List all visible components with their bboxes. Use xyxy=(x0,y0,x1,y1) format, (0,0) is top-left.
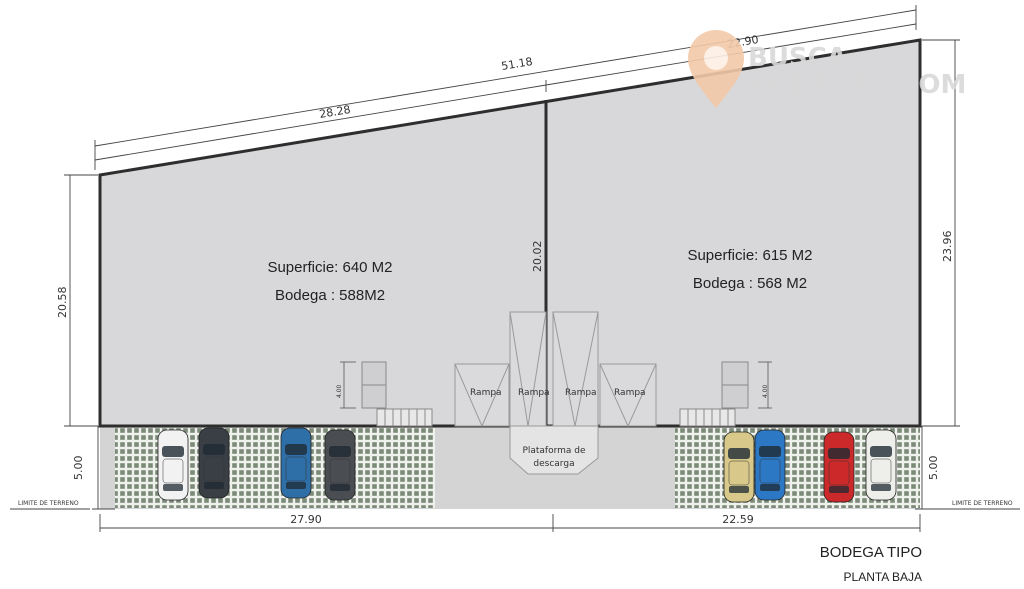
dim-parking-left: 5.00 xyxy=(72,456,85,481)
dim-bottom-right: 22.59 xyxy=(722,513,754,526)
left-dimensions xyxy=(10,174,115,510)
ramps xyxy=(454,311,657,428)
car-white-1 xyxy=(157,429,189,501)
limit-label-right: LIMITE DE TERRENO xyxy=(952,500,1013,507)
right-bodega-label: Bodega : 568 M2 xyxy=(693,275,807,292)
unloading-platform xyxy=(509,425,599,475)
ramp-label-4: Rampa xyxy=(614,388,646,398)
car-red-1 xyxy=(823,431,855,503)
left-surface-label: Superficie: 640 M2 xyxy=(267,259,392,276)
car-blue-2 xyxy=(754,429,786,501)
dim-left-height: 20.58 xyxy=(56,287,69,319)
cars-group xyxy=(157,427,897,503)
location-pin-icon xyxy=(688,30,744,108)
platform-label-line2: descarga xyxy=(533,459,574,469)
small-dimension-right xyxy=(758,361,772,409)
car-yellow-1 xyxy=(723,431,755,503)
ramp-label-2: Rampa xyxy=(518,388,550,398)
small-dimension-left-label: 4.00 xyxy=(336,384,343,398)
bottom-dimensions xyxy=(99,514,921,532)
dim-parking-right: 5.00 xyxy=(927,456,940,481)
dim-left-top: 28.28 xyxy=(318,103,351,121)
platform-label-line1: Plataforma de xyxy=(522,446,586,456)
building-outline xyxy=(98,38,922,428)
dim-total-top: 51.18 xyxy=(500,55,533,73)
small-dimension-right-label: 4.00 xyxy=(762,384,769,398)
car-dark-1 xyxy=(198,427,230,499)
limit-label-left: LIMITE DE TERRENO xyxy=(18,500,79,507)
car-blue-1 xyxy=(280,427,312,499)
ramp-label-3: Rampa xyxy=(565,388,597,398)
watermark-line2: BODEGAS.COM xyxy=(748,70,966,100)
left-bodega-label: Bodega : 588M2 xyxy=(275,287,385,304)
dim-bottom-left: 27.90 xyxy=(290,513,322,526)
right-dimensions xyxy=(915,39,1020,510)
car-grey-1 xyxy=(324,429,356,501)
dim-right-height: 23.96 xyxy=(941,231,954,263)
car-white-2 xyxy=(865,429,897,501)
stairs-right xyxy=(679,361,749,427)
small-dimension-left xyxy=(340,361,356,409)
plan-subtitle: PLANTA BAJA xyxy=(844,570,922,584)
plan-title: BODEGA TIPO xyxy=(820,544,922,561)
ramp-label-1: Rampa xyxy=(470,388,502,398)
watermark-logo: BUSCA BODEGAS.COM xyxy=(688,30,966,108)
right-surface-label: Superficie: 615 M2 xyxy=(687,247,812,264)
watermark-line1: BUSCA xyxy=(748,43,847,73)
stairs-left xyxy=(361,361,433,427)
dim-center-wall: 20.02 xyxy=(531,241,544,273)
